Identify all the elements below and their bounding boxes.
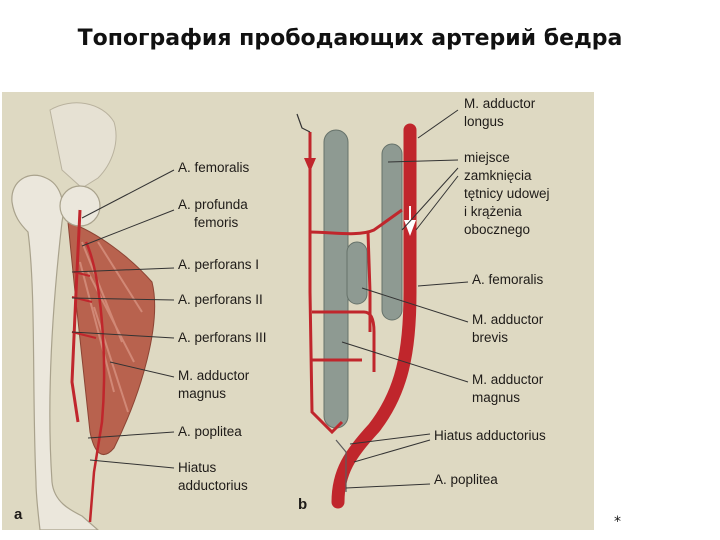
label-a-femoralis: A. femoralis bbox=[178, 160, 250, 175]
label-b-adductor-brevis-line2: brevis bbox=[472, 330, 509, 345]
label-a-hiatus-line1: Hiatus bbox=[178, 460, 217, 475]
label-b-adductor-magnus-line2: magnus bbox=[472, 390, 521, 405]
label-b-miejsce-line1: miejsce bbox=[464, 150, 510, 165]
panel-letter-a: a bbox=[14, 506, 23, 523]
label-a-profunda-line2: femoris bbox=[194, 215, 239, 230]
anatomy-figure: A. femoralis A. profunda femoris A. perf… bbox=[2, 92, 594, 530]
label-a-adductor-magnus-line2: magnus bbox=[178, 386, 227, 401]
label-b-miejsce-line3: tętnicy udowej bbox=[464, 186, 550, 201]
label-b-hiatus: Hiatus adductorius bbox=[434, 428, 546, 443]
panel-b-drawing bbox=[296, 109, 469, 509]
label-a-perforans-1: A. perforans I bbox=[178, 257, 260, 272]
footnote-asterisk: * bbox=[614, 514, 621, 530]
label-b-adductor-magnus-line1: M. adductor bbox=[472, 372, 544, 387]
label-a-perforans-3: A. perforans III bbox=[178, 330, 267, 345]
label-a-adductor-magnus-line1: M. adductor bbox=[178, 368, 250, 383]
panel-a-drawing bbox=[11, 102, 175, 530]
label-b-adductor-brevis-line1: M. adductor bbox=[472, 312, 544, 327]
panel-letter-b: b bbox=[298, 496, 308, 513]
label-b-miejsce-line2: zamknięcia bbox=[464, 168, 532, 183]
label-a-hiatus-line2: adductorius bbox=[178, 478, 248, 493]
label-b-adductor-longus-line2: longus bbox=[464, 114, 504, 129]
label-a-profunda-line1: A. profunda bbox=[178, 197, 248, 212]
anatomy-illustration bbox=[11, 102, 469, 530]
label-b-femoralis: A. femoralis bbox=[472, 272, 544, 287]
label-b-miejsce-line4: i krążenia bbox=[464, 204, 522, 219]
label-b-poplitea: A. poplitea bbox=[434, 472, 498, 487]
label-b-adductor-longus-line1: M. adductor bbox=[464, 96, 536, 111]
label-a-poplitea: A. poplitea bbox=[178, 424, 242, 439]
label-b-miejsce-line5: obocznego bbox=[464, 222, 531, 237]
label-a-perforans-2: A. perforans II bbox=[178, 292, 263, 307]
slide-title: Топография прободающих артерий бедра bbox=[77, 26, 623, 51]
